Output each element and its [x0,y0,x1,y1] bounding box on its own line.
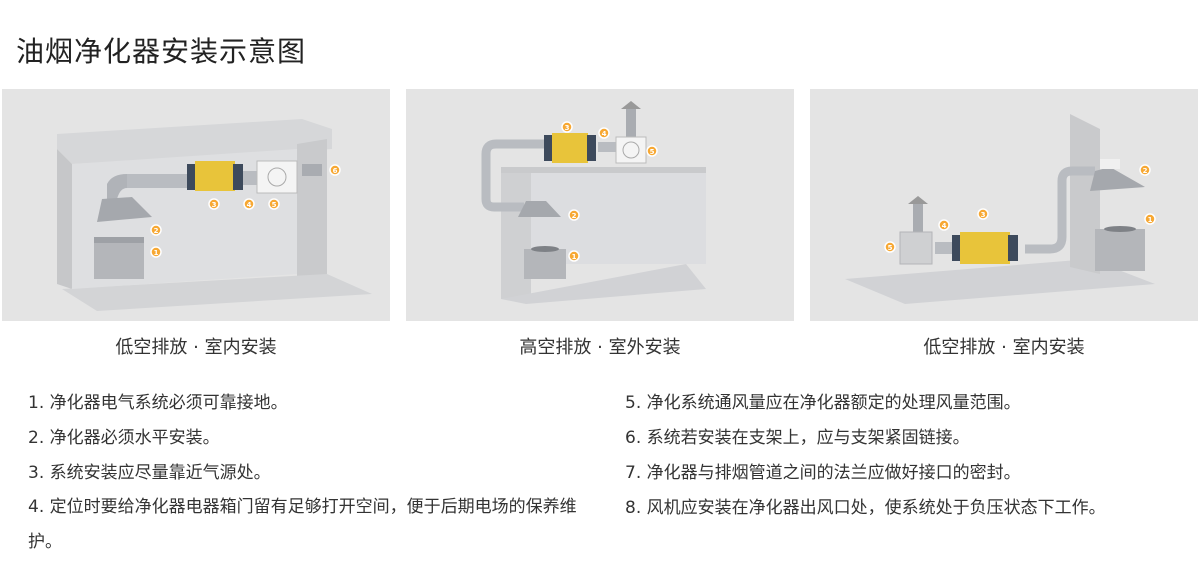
panel-caption-3: 低空排放 · 室内安装 [923,337,1085,358]
svg-text:1: 1 [1148,216,1153,224]
note-item: 2. 净化器必须水平安装。 [28,428,220,448]
svg-text:3: 3 [981,211,986,219]
svg-text:2: 2 [1143,167,1148,175]
marker-5: 5 [268,198,280,210]
note-item: 5. 净化系统通风量应在净化器额定的处理风量范围。 [625,393,1021,413]
diagram-panel-low-indoor-1: 1 2 3 4 5 6 [2,89,390,321]
page-title: 油烟净化器安装示意图 [16,35,307,68]
kitchen-hood-icon [97,197,152,222]
note-item: 4. 定位时要给净化器电器箱门留有足够打开空间，便于后期电场的保养维护。 [28,497,577,552]
kitchen-hood-icon [1090,159,1145,191]
duct-icon [107,164,322,199]
notes-list-right: 5. 净化系统通风量应在净化器额定的处理风量范围。 6. 系统若安装在支架上，应… [625,393,1185,533]
stove-icon [94,237,144,279]
kitchen-hood-icon [518,201,561,217]
installation-diagram-2: 1 2 3 4 5 [406,89,794,321]
purifier-icon [952,232,1018,264]
svg-text:6: 6 [333,167,338,175]
purifier-icon [187,161,243,191]
diagram-panel-high-outdoor: 1 2 3 4 5 [406,89,794,321]
fan-icon [256,160,298,194]
marker-4: 4 [598,127,610,139]
purifier-icon [544,133,596,163]
fan-icon [615,136,647,164]
duct-icon [481,101,641,212]
marker-6: 6 [329,164,341,176]
marker-5: 5 [646,145,658,157]
panel-caption-2: 高空排放 · 室外安装 [519,337,681,358]
installation-diagram-3: 1 2 3 4 5 [810,89,1198,321]
fan-icon [899,231,933,265]
note-item: 6. 系统若安装在支架上，应与支架紧固链接。 [625,428,970,448]
notes-list-left: 1. 净化器电气系统必须可靠接地。 2. 净化器必须水平安装。 3. 系统安装应… [28,393,598,575]
marker-2: 2 [1139,164,1151,176]
svg-text:3: 3 [212,201,217,209]
marker-3: 3 [977,208,989,220]
svg-text:4: 4 [942,222,947,230]
svg-text:2: 2 [154,227,159,235]
installation-diagram-1: 1 2 3 4 5 6 [2,89,390,321]
svg-text:1: 1 [572,253,577,261]
svg-text:5: 5 [888,244,893,252]
svg-text:2: 2 [572,212,577,220]
note-item: 1. 净化器电气系统必须可靠接地。 [28,393,288,413]
note-item: 3. 系统安装应尽量靠近气源处。 [28,463,271,483]
svg-text:4: 4 [602,130,607,138]
marker-5: 5 [884,241,896,253]
marker-3: 3 [208,198,220,210]
diagram-panel-low-indoor-2: 1 2 3 4 5 [810,89,1198,321]
svg-text:4: 4 [247,201,252,209]
marker-1: 1 [568,250,580,262]
marker-4: 4 [938,219,950,231]
marker-2: 2 [150,224,162,236]
note-item: 7. 净化器与排烟管道之间的法兰应做好接口的密封。 [625,463,1021,483]
marker-1: 1 [150,246,162,258]
marker-3: 3 [561,121,573,133]
stove-icon [524,246,566,279]
marker-2: 2 [568,209,580,221]
panel-caption-1: 低空排放 · 室内安装 [115,337,277,358]
svg-text:5: 5 [650,148,655,156]
note-item: 8. 风机应安装在净化器出风口处，使系统处于负压状态下工作。 [625,498,1106,518]
duct-icon [908,166,1095,254]
svg-text:1: 1 [154,249,159,257]
svg-text:5: 5 [272,201,277,209]
marker-1: 1 [1144,213,1156,225]
svg-text:3: 3 [565,124,570,132]
stove-icon [1095,226,1145,271]
marker-4: 4 [243,198,255,210]
